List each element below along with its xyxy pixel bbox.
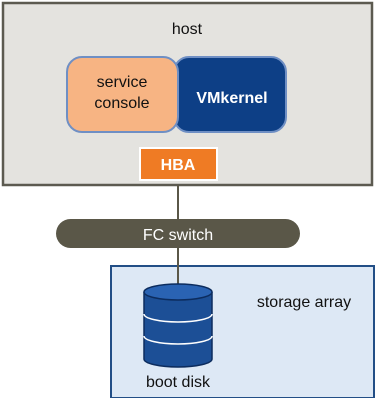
storage-array-label: storage array <box>257 294 351 311</box>
fc-switch <box>56 219 300 248</box>
service-console-label-line1: service <box>97 74 148 91</box>
boot-disk-label: boot disk <box>146 374 211 391</box>
hba-block <box>139 147 218 181</box>
boot-disk-icon <box>143 283 213 368</box>
host-label: host <box>172 21 203 38</box>
fc-switch-label: FC switch <box>143 227 213 244</box>
service-console-label-line2: console <box>94 95 149 112</box>
hba-label: HBA <box>161 157 196 174</box>
service-console-block <box>66 56 179 133</box>
vmkernel-label: VMkernel <box>196 90 267 107</box>
